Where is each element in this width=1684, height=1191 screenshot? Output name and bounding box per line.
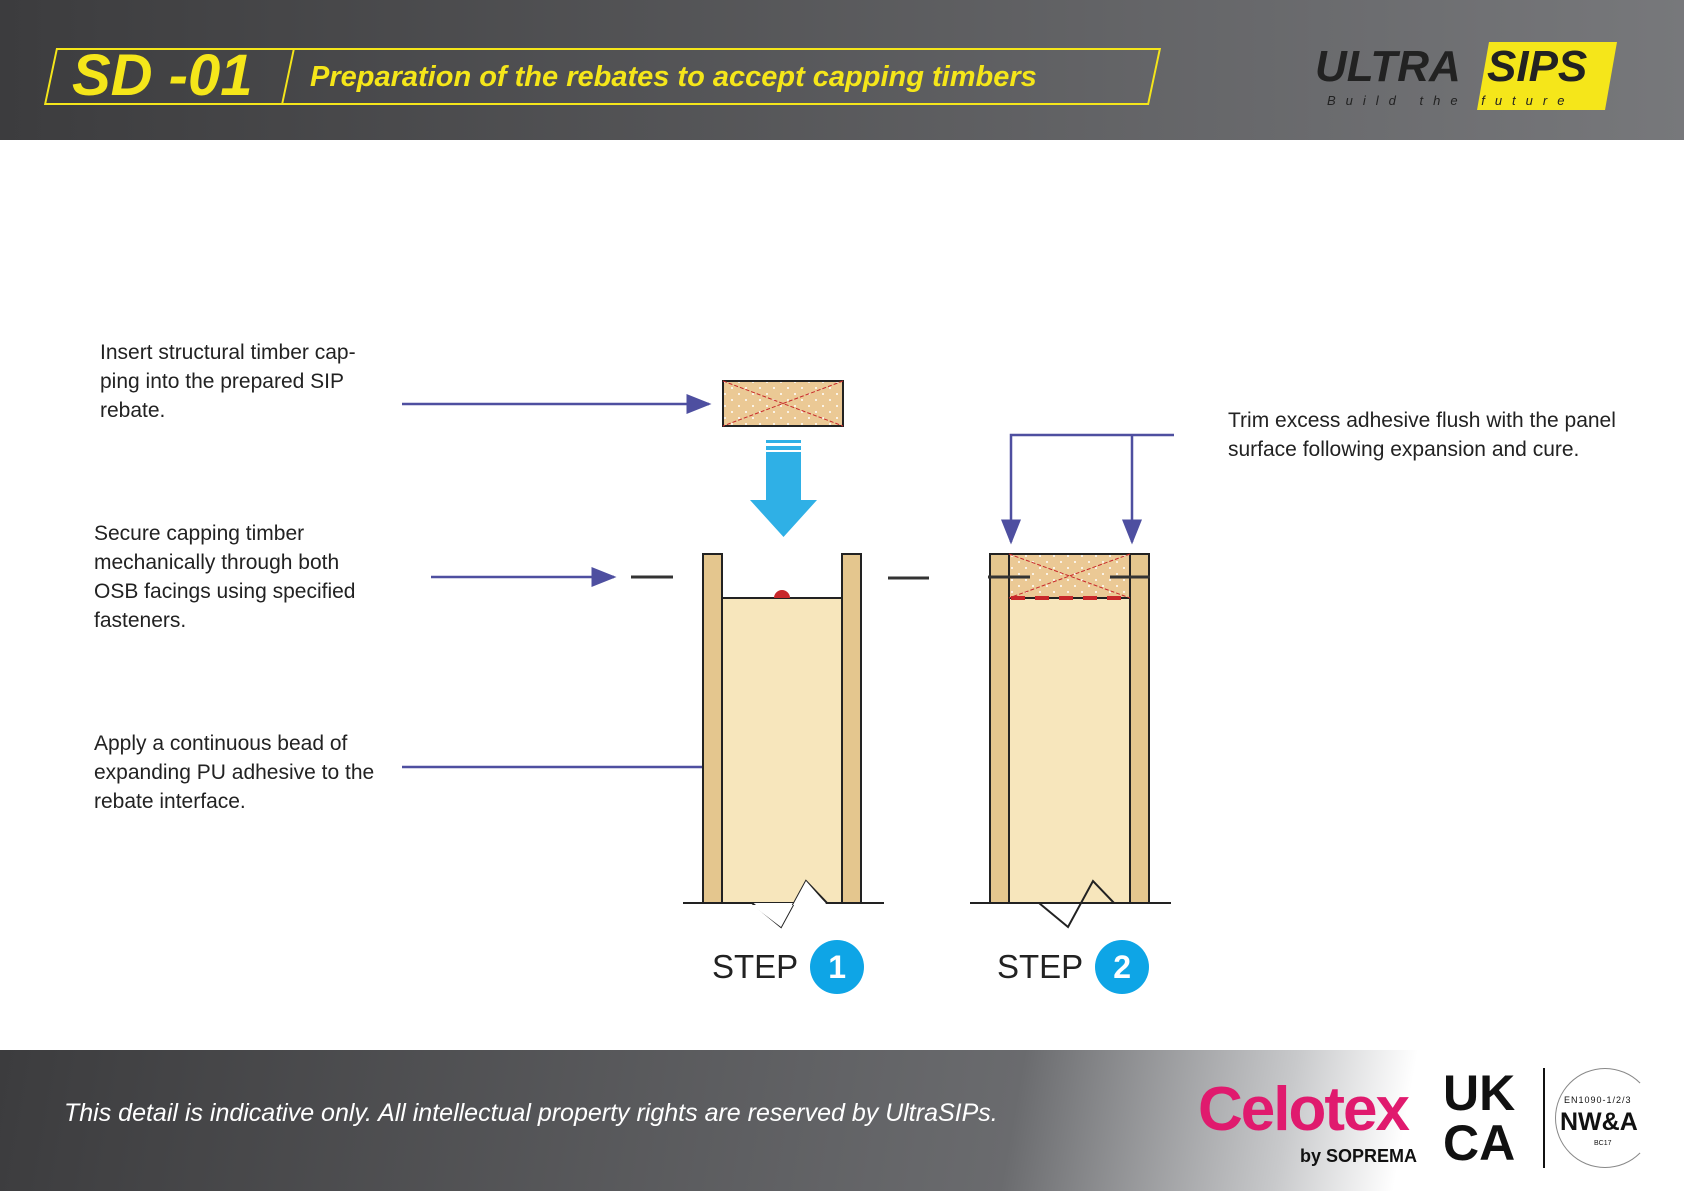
note-insert: Insert structural timber cap-ping into t… — [100, 341, 356, 422]
celotex-logo: Celotex — [1198, 1075, 1410, 1144]
soprema-text: by SOPREMA — [1300, 1146, 1418, 1166]
note-trim: Trim excess adhesive flush with the pane… — [1228, 409, 1616, 461]
leader-trim-left — [1001, 433, 1174, 545]
adhesive-bead — [774, 590, 790, 598]
fastener-icon — [631, 575, 929, 580]
insert-arrow-icon — [750, 440, 817, 537]
step-badge: 2 — [1095, 940, 1150, 994]
step-badge: 1 — [810, 940, 865, 994]
certification-seal: EN1090-1/2/3 NW&A BC17 — [1555, 1068, 1655, 1168]
capping-timber — [722, 380, 844, 427]
footer-bar — [0, 1050, 1684, 1191]
disclaimer: This detail is indicative only. All inte… — [64, 1099, 998, 1127]
ultrasips-logo: ULTRA SIPS Build the future — [1315, 42, 1617, 112]
detail-code: SD -01 — [72, 43, 253, 108]
header-bar: SD -01 Preparation of the rebates to acc… — [0, 0, 1684, 140]
sip-panel-step1 — [683, 553, 884, 929]
page-title: Preparation of the rebates to accept cap… — [310, 61, 1037, 93]
sip-panel-step2 — [970, 553, 1171, 929]
divider — [1543, 1068, 1545, 1168]
